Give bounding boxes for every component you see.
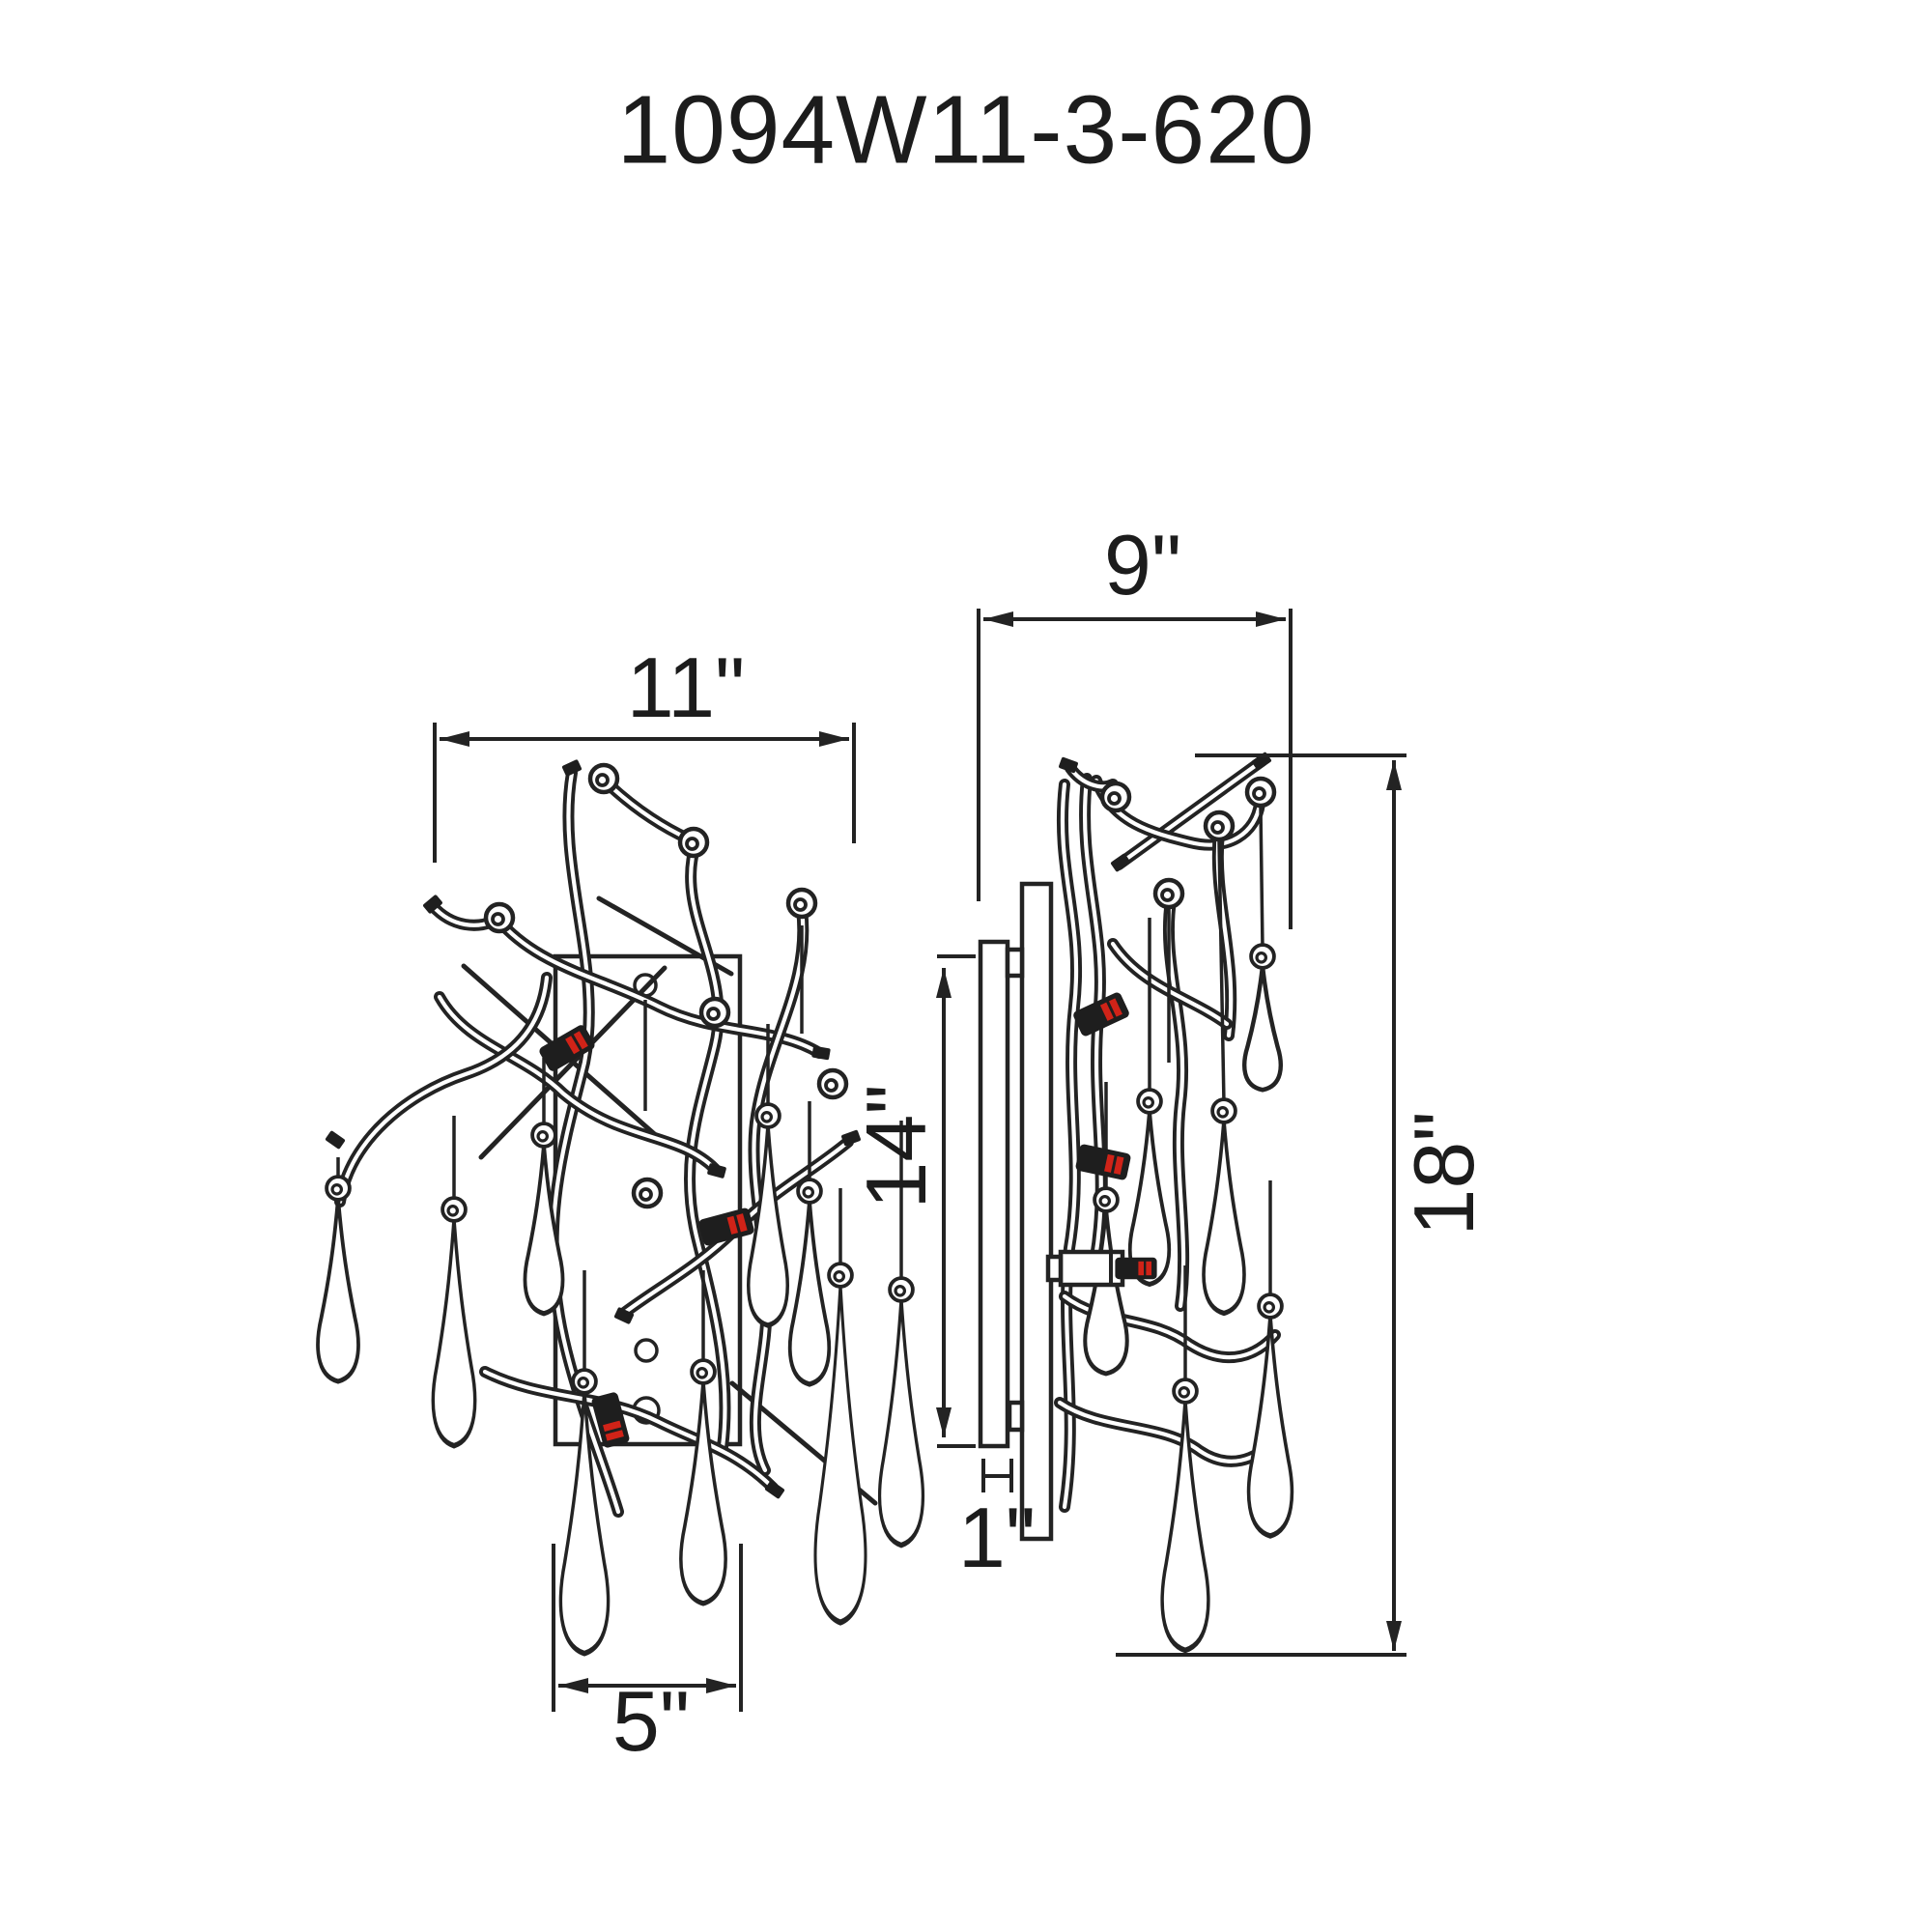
model-number: 1094W11-3-620 <box>616 75 1316 185</box>
side-body-panel <box>1019 881 1054 1542</box>
side-bottom-socket-cylinder <box>1045 1249 1125 1288</box>
side-backplate-depth-label: 1" <box>957 1490 1037 1585</box>
front-view-drawing <box>318 758 923 1654</box>
dimension-side-overall-height-18in <box>1116 753 1406 1657</box>
dimension-front-width-11in <box>433 723 856 863</box>
front-backplate-width-label: 5" <box>611 1673 691 1769</box>
dimension-side-backplate-depth-1in <box>981 1459 1013 1492</box>
side-hanger-wires <box>1104 807 1272 1383</box>
front-width-label: 11" <box>626 639 746 735</box>
side-wall-plate <box>978 939 1010 1449</box>
side-depth-label: 9" <box>1103 517 1182 612</box>
side-overall-height-label: 18" <box>1396 1111 1492 1236</box>
side-view-drawing <box>978 751 1292 1650</box>
dimension-front-backplate-width-5in <box>552 1544 743 1712</box>
dimension-side-depth-9in <box>977 609 1293 929</box>
side-backplate-height-label: 14" <box>848 1084 944 1209</box>
dimension-side-backplate-height-14in <box>936 954 976 1448</box>
side-branches <box>1060 761 1275 1507</box>
